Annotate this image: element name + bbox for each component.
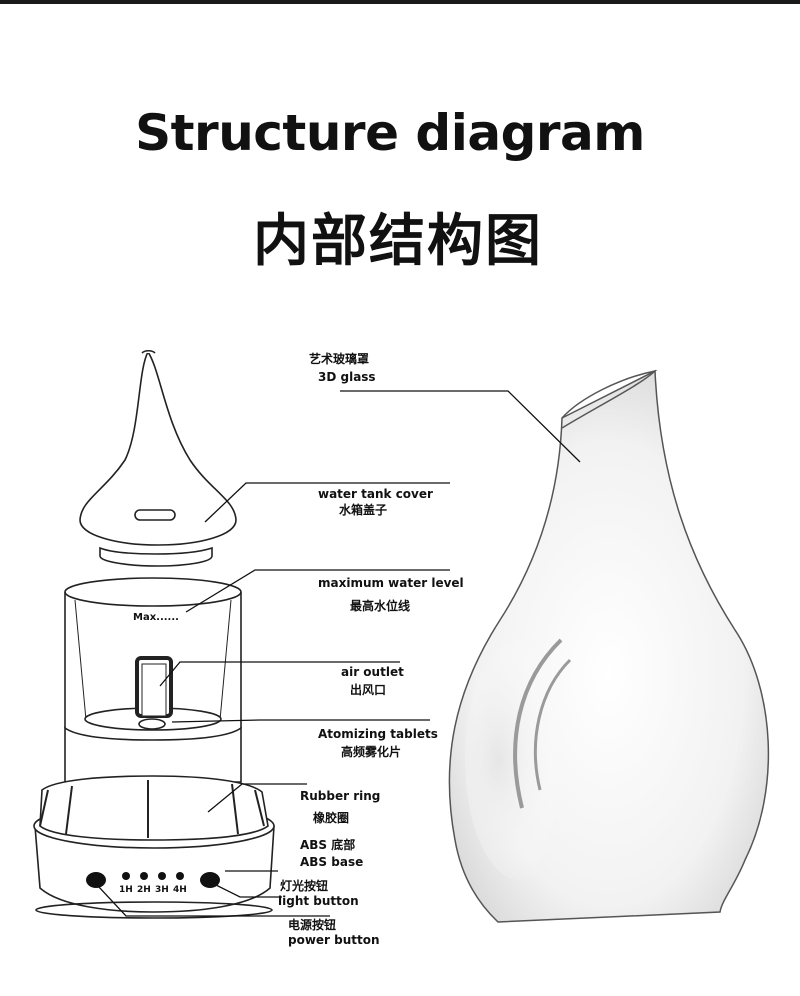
timer-labels: 1H 2H 3H 4H [119, 885, 187, 895]
glass-shadow-left [465, 640, 575, 880]
ring-rib-1 [39, 789, 49, 827]
max-level-mark: Max...... [133, 612, 179, 623]
water-tank [64, 577, 242, 731]
callout-tank-cover-en: water tank cover [318, 487, 433, 501]
glass-rim [561, 369, 658, 429]
callout-air-outlet-zh: 出风口 [350, 683, 387, 697]
callout-power-en: power button [288, 933, 380, 947]
power-button-dot [86, 872, 106, 888]
ring-rib-2 [65, 785, 73, 835]
title-english: Structure diagram [135, 104, 645, 162]
timer-label-4h: 4H [173, 885, 187, 895]
glass-highlight-2 [533, 658, 572, 791]
cover-bottom-ring [99, 546, 213, 567]
callout-abs-zh: ABS 底部 [300, 838, 356, 852]
ring-rib-5 [254, 789, 265, 827]
base-foot [35, 901, 273, 919]
tank-inner-right [219, 599, 232, 721]
leader-light [213, 883, 282, 898]
base-column [64, 726, 242, 783]
glass-highlight-1 [513, 638, 563, 809]
timer-label-2h: 2H [137, 885, 151, 895]
timer-dot-2h [140, 872, 148, 880]
atomizing-tablet [138, 718, 166, 730]
callout-power-zh: 电源按钮 [288, 918, 337, 932]
callout-atomizing-en: Atomizing tablets [318, 727, 438, 741]
tank-inner-left [74, 599, 87, 721]
leader-rubber [207, 783, 307, 813]
callout-rubber-en: Rubber ring [300, 789, 381, 803]
rubber-ring [39, 775, 269, 841]
air-outlet-inner [141, 663, 167, 717]
timer-label-1h: 1H [119, 885, 133, 895]
callout-abs-en: ABS base [300, 855, 364, 869]
callout-light-en: light button [278, 894, 359, 908]
leader-lines [97, 390, 581, 917]
base-assembly [33, 726, 275, 919]
callout-glass-en: 3D glass [318, 370, 376, 384]
leader-air-outlet [159, 661, 400, 687]
base-lower-body [34, 825, 275, 913]
callout-glass-zh: 艺术玻璃罩 [309, 352, 370, 366]
glass-vase [448, 369, 770, 923]
callout-light-zh: 灯光按钮 [280, 879, 329, 893]
callout-max-level-en: maximum water level [318, 576, 464, 590]
leader-max-level [185, 569, 450, 613]
leader-power [97, 885, 330, 917]
water-tank-cover [79, 349, 237, 567]
callout-tank-cover-zh: 水箱盖子 [339, 503, 388, 517]
top-border [0, 0, 800, 4]
callout-rubber-zh: 橡胶圈 [313, 811, 350, 825]
cover-slot [134, 509, 176, 521]
callout-air-outlet-en: air outlet [341, 665, 404, 679]
leader-glass [340, 390, 581, 463]
leader-atomizing [171, 719, 430, 723]
callout-max-level-zh: 最高水位线 [350, 599, 411, 613]
timer-dot-3h [158, 872, 166, 880]
title-chinese: 内部结构图 [253, 209, 543, 274]
cover-body [79, 350, 237, 546]
timer-label-3h: 3H [155, 885, 169, 895]
callout-atomizing-zh: 高频雾化片 [341, 745, 402, 759]
ring-rib-4 [231, 783, 239, 835]
timer-dot-4h [176, 872, 184, 880]
leader-tank-cover [204, 482, 450, 523]
tank-top-ellipse [64, 577, 242, 607]
cover-top-lip [141, 349, 156, 354]
timer-dot-1h [122, 872, 130, 880]
